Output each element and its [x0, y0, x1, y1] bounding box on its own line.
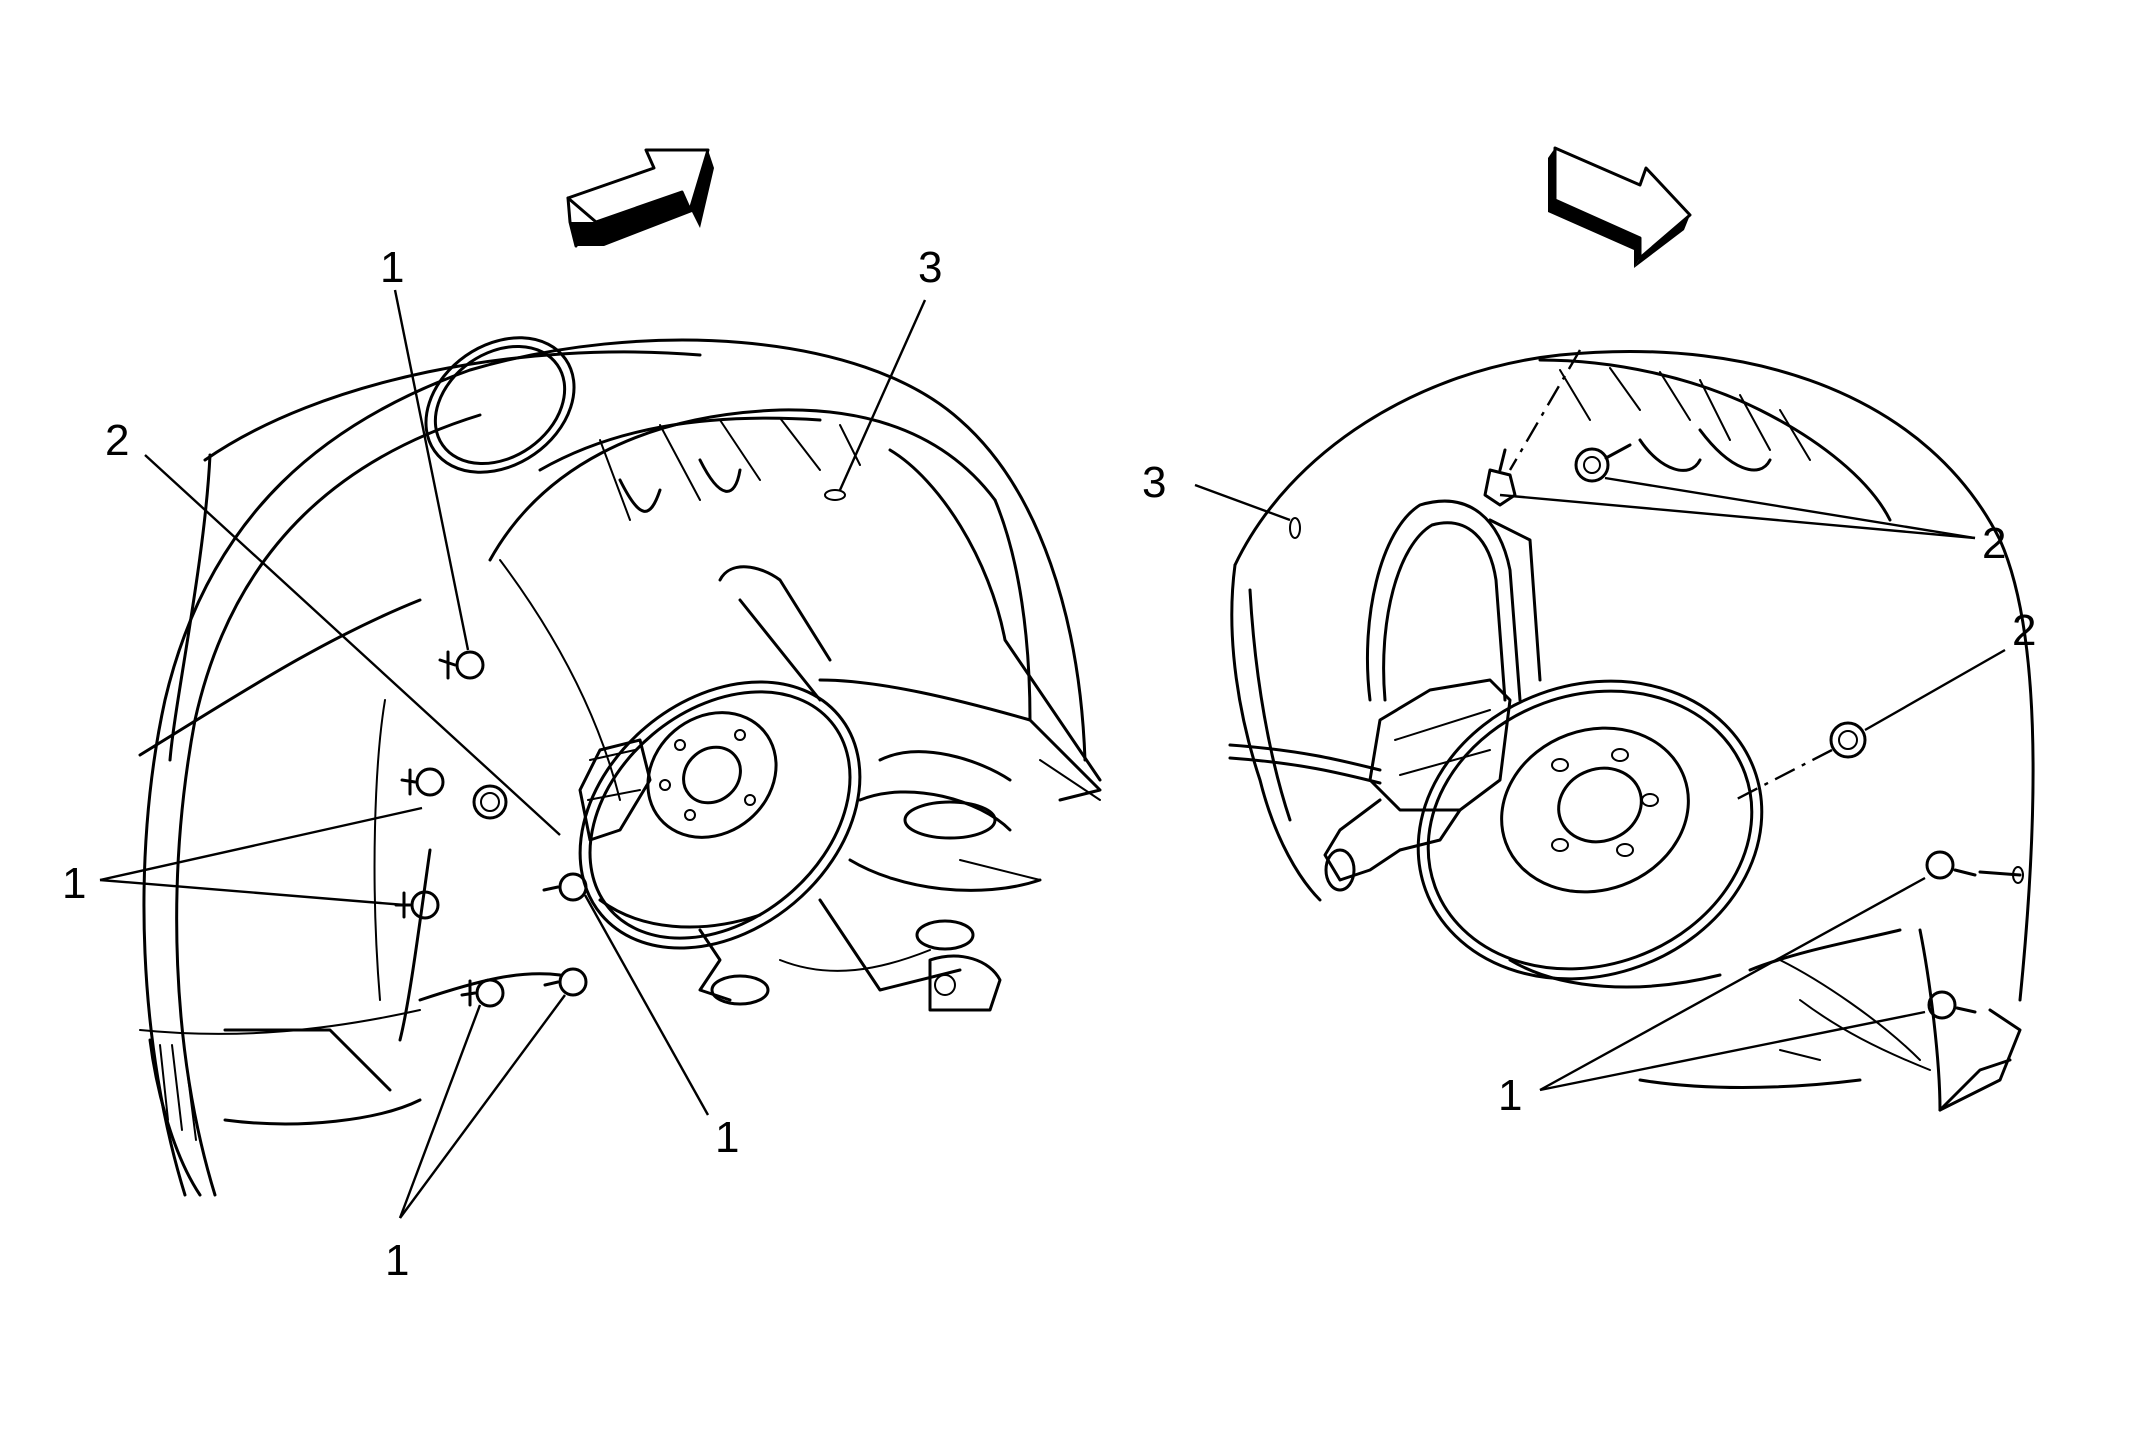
push-pin-retainer-icon: [542, 872, 588, 902]
right-leader-lines: [1194, 349, 2006, 1092]
push-pin-retainer-icon: [1483, 448, 1517, 507]
right-strut-loop: [1366, 499, 1542, 702]
right-callout-2-mid: 2: [2012, 606, 2036, 655]
left-liner-inner-rim: [488, 408, 1102, 801]
push-pin-retainer-icon: [438, 650, 485, 680]
left-wheelhouse-liner: [138, 338, 1087, 1197]
right-callout-3: 3: [1142, 458, 1166, 507]
left-callout-1-lower-right: 1: [715, 1113, 739, 1162]
left-direction-arrow-icon: [566, 148, 714, 248]
left-caliper-suspension: [578, 565, 1102, 1012]
right-view: 3 2 2 1: [1142, 146, 2036, 1120]
nut-retainer-icon: [472, 784, 508, 820]
right-callout-1-bottom: 1: [1498, 1071, 1522, 1120]
left-callout-3: 3: [918, 243, 942, 292]
push-pin-retainer-icon: [543, 967, 588, 997]
left-callout-2: 2: [105, 416, 129, 465]
left-callout-1-left: 1: [62, 859, 86, 908]
right-direction-arrow-icon: [1548, 146, 1692, 268]
left-callout-1-top: 1: [380, 243, 404, 292]
right-caliper-knuckle: [1323, 678, 1512, 892]
left-access-cover-oval: [424, 336, 576, 474]
push-pin-retainer-icon: [460, 978, 505, 1008]
push-pin-retainer-icon: [400, 767, 445, 797]
nut-retainer-icon: [1574, 443, 1632, 483]
right-fasteners: [1483, 443, 2024, 1020]
right-callout-2-top: 2: [1982, 519, 2006, 568]
left-view: 1 2 1 1 1 3: [62, 148, 1102, 1285]
right-wheelhouse-liner: [1228, 349, 2035, 1112]
left-callout-1-bottom: 1: [385, 1236, 409, 1285]
nut-retainer-icon: [1829, 721, 1867, 759]
left-brake-rotor: [578, 680, 862, 950]
push-pin-retainer-icon: [1925, 850, 2024, 884]
right-brake-rotor: [1416, 679, 1764, 989]
left-leader-lines: [99, 289, 927, 1219]
push-pin-retainer-icon: [1927, 990, 1977, 1020]
left-fasteners: [394, 650, 588, 1008]
